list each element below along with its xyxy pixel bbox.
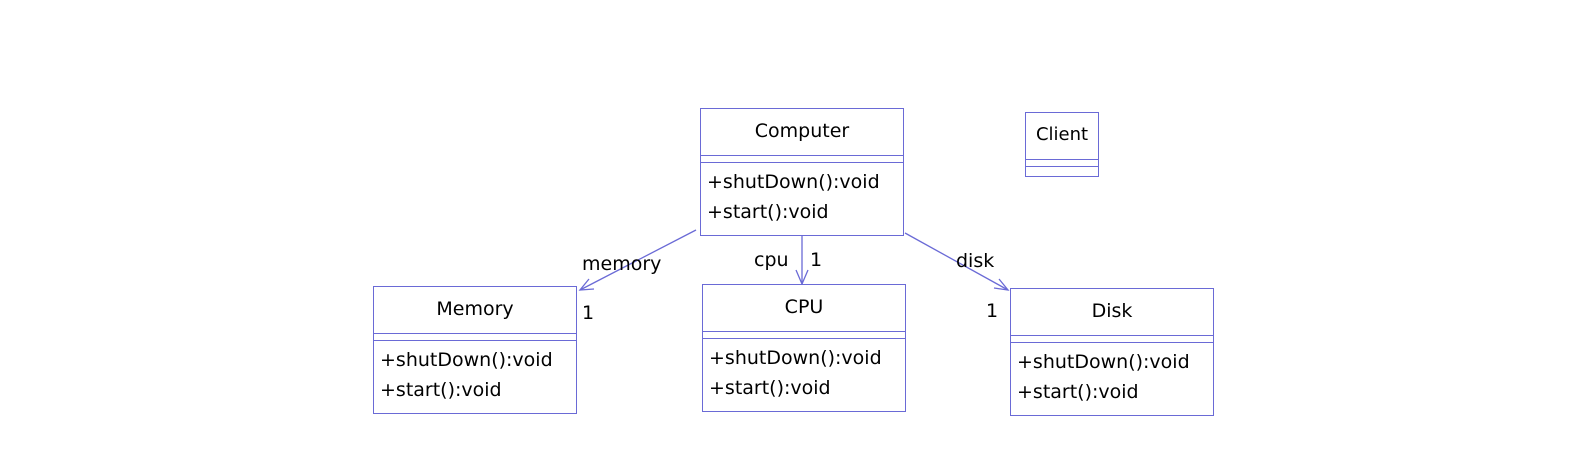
class-client-attributes — [1026, 160, 1098, 167]
class-disk-op-shutdown: +shutDown():void — [1017, 351, 1190, 373]
disk-arrowhead — [993, 278, 1010, 291]
class-computer-name: Computer — [701, 109, 903, 156]
memory-multiplicity-label: 1 — [582, 302, 595, 324]
class-memory-name: Memory — [374, 287, 576, 334]
class-cpu-op-start: +start():void — [709, 377, 831, 399]
class-memory-attributes — [374, 334, 576, 341]
class-disk-name: Disk — [1011, 289, 1213, 336]
disk-role-label: disk — [956, 250, 995, 272]
disk-association-line — [904, 232, 1009, 291]
class-computer: Computer +shutDown():void +start():void — [700, 108, 904, 236]
class-memory-op-start: +start():void — [380, 379, 502, 401]
class-computer-op-start: +start():void — [707, 201, 829, 223]
class-disk-operations: +shutDown():void +start():void — [1011, 343, 1213, 407]
class-disk-op-start: +start():void — [1017, 381, 1139, 403]
memory-role-label: memory — [582, 253, 662, 275]
class-memory-operations: +shutDown():void +start():void — [374, 341, 576, 405]
cpu-multiplicity-label: 1 — [810, 249, 823, 271]
class-memory: Memory +shutDown():void +start():void — [373, 286, 577, 414]
class-computer-attributes — [701, 156, 903, 163]
class-computer-operations: +shutDown():void +start():void — [701, 163, 903, 227]
class-computer-op-shutdown: +shutDown():void — [707, 171, 880, 193]
class-memory-op-shutdown: +shutDown():void — [380, 349, 553, 371]
class-cpu-attributes — [703, 332, 905, 339]
disk-multiplicity-label: 1 — [986, 300, 999, 322]
memory-association-line — [579, 229, 697, 291]
class-cpu-operations: +shutDown():void +start():void — [703, 339, 905, 403]
class-cpu-name: CPU — [703, 285, 905, 332]
cpu-role-label: cpu — [754, 249, 789, 271]
class-disk-attributes — [1011, 336, 1213, 343]
class-client-name: Client — [1026, 113, 1098, 160]
memory-arrowhead — [578, 278, 595, 291]
class-cpu-op-shutdown: +shutDown():void — [709, 347, 882, 369]
class-client: Client — [1025, 112, 1099, 177]
class-client-operations — [1026, 167, 1098, 175]
class-disk: Disk +shutDown():void +start():void — [1010, 288, 1214, 416]
class-cpu: CPU +shutDown():void +start():void — [702, 284, 906, 412]
